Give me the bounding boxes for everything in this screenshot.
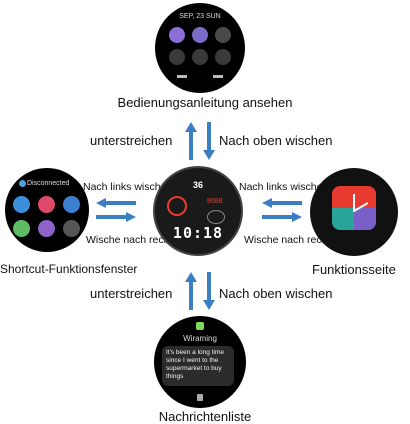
timer-icon[interactable]: [13, 220, 30, 237]
right-caption: Funktionsseite: [312, 262, 396, 277]
sub-value: 8688: [207, 198, 223, 205]
workout-icon[interactable]: [63, 196, 80, 213]
quick-settings-watch: SEP, 23 SUN: [155, 3, 245, 93]
label-left-lower: Wische nach rechts: [86, 234, 178, 246]
gallery-icon[interactable]: [192, 49, 208, 65]
bluetooth-icon: [19, 180, 26, 187]
phone-icon[interactable]: [192, 27, 208, 43]
arrow-up-top: [185, 122, 197, 160]
date-text: SEP, 23 SUN: [179, 13, 221, 20]
tile-purple: [354, 208, 376, 230]
moon-icon[interactable]: [169, 27, 185, 43]
status-text: Disconnected: [27, 180, 70, 187]
arrow-left-upper: [96, 198, 136, 208]
function-page-watch: [310, 168, 398, 256]
tile-teal: [332, 208, 354, 230]
app-icon: [196, 322, 204, 330]
left-caption: Shortcut-Funktionsfenster: [0, 262, 138, 276]
label-right-lower: Wische nach rechts: [244, 234, 336, 246]
brightness-icon[interactable]: [215, 27, 231, 43]
arrow-up-bottom: [185, 272, 197, 310]
label-up-bottom: unterstreichen: [90, 286, 173, 301]
message-icon[interactable]: [38, 220, 55, 237]
divider-icon: [213, 75, 223, 78]
heart-rate-dial: [167, 196, 187, 216]
arrow-right-lower: [96, 212, 136, 222]
shortcut-watch: Disconnected: [5, 168, 89, 252]
time-display: 10:18: [172, 224, 224, 242]
label-up-top: unterstreichen: [90, 133, 173, 148]
arrow-down-bottom: [203, 272, 215, 310]
app-name: Wiraming: [183, 334, 217, 343]
weather-icon[interactable]: [13, 196, 30, 213]
bottom-caption: Nachrichtenliste: [158, 409, 252, 424]
arrow-left-right-upper: [262, 198, 302, 208]
arrow-down-top: [203, 122, 215, 160]
music-icon[interactable]: [38, 196, 55, 213]
notification-watch: Wiraming It's been a long time since I w…: [154, 316, 246, 408]
arrow-right-right-lower: [262, 212, 302, 222]
top-caption: Bedienungsanleitung ansehen: [117, 95, 293, 110]
flashlight-icon[interactable]: [169, 49, 185, 65]
message-card[interactable]: It's been a long time since I went to th…: [162, 346, 234, 386]
main-watchface: 36 8688 10:18: [153, 166, 243, 256]
swap-icon: [177, 75, 187, 78]
trash-icon[interactable]: [197, 394, 203, 401]
settings-icon[interactable]: [215, 49, 231, 65]
label-down-bottom: Nach oben wischen: [219, 286, 333, 301]
top-value: 36: [192, 180, 203, 190]
clock-hand-hour: [353, 194, 355, 212]
message-text: It's been a long time since I went to th…: [166, 349, 224, 380]
more-icon[interactable]: [63, 220, 80, 237]
label-right-upper: Nach links wischen: [239, 181, 329, 193]
steps-dial: [207, 210, 225, 224]
label-left-upper: Nach links wischen: [83, 181, 173, 193]
label-down-top: Nach oben wischen: [219, 133, 333, 148]
